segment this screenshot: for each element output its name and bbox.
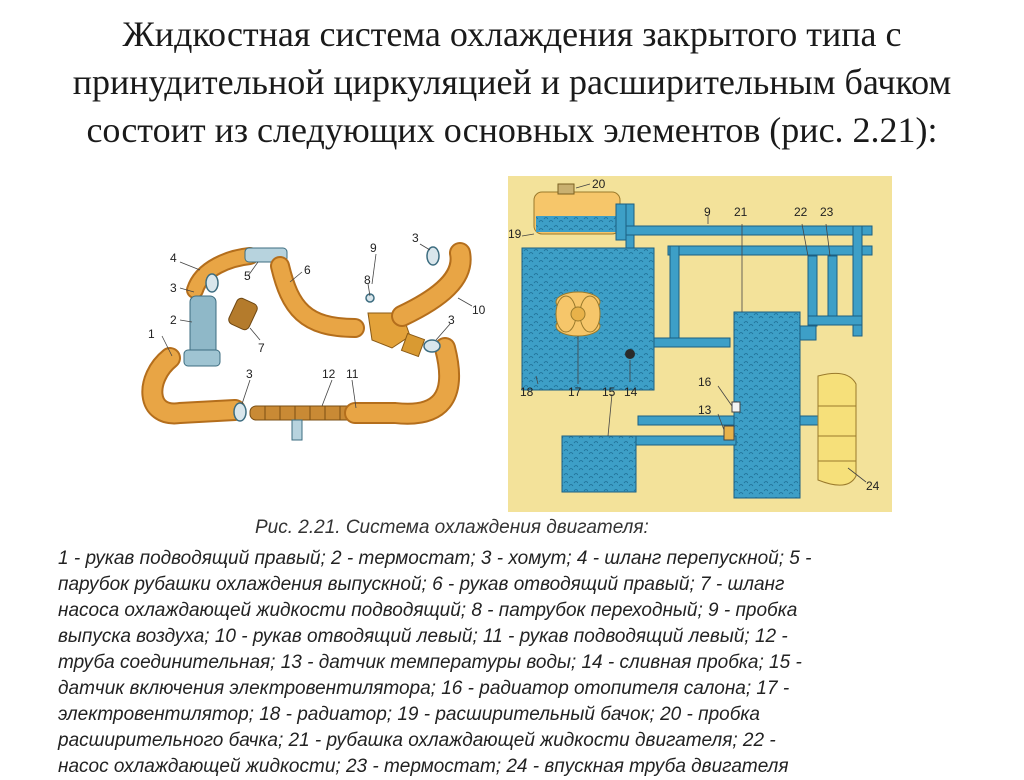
legend-line: датчик включения электровентилятора; 16 … [58,678,790,699]
hoses-diagram: 4 3 2 1 5 6 7 8 9 3 10 3 3 12 11 [141,231,486,441]
engine-jacket-21 [733,311,801,499]
sensor-16 [731,401,741,413]
legend-line: электровентилятор; 18 - радиатор; 19 - р… [58,704,760,725]
label-22: 22 [794,205,808,219]
legend-line: насоса охлаждающей жидкости подводящий; … [58,600,798,621]
legend-line: парубок рубашки охлаждения выпускной; 6 … [58,574,785,595]
label-6: 6 [304,263,311,277]
cooling-schematic: 20 19 9 21 22 23 18 17 14 15 16 13 24 [508,176,892,512]
label-20: 20 [592,177,606,191]
drain-plug-14 [625,349,635,359]
hose-4 [188,249,257,297]
electric-fan-17 [555,291,601,337]
label-11: 11 [346,367,359,381]
label-15: 15 [602,385,616,399]
label-16: 16 [698,375,712,389]
label-3b: 3 [412,231,419,245]
label-9r: 9 [704,205,711,219]
label-18: 18 [520,385,534,399]
title-line-2: принудительной циркуляцией и расширитель… [72,62,952,102]
label-1: 1 [148,327,155,341]
label-8: 8 [364,273,371,287]
legend-line: 1 - рукав подводящий правый; 2 - термост… [58,548,812,569]
label-19: 19 [508,227,522,241]
legend-line: расширительного бачка; 21 - рубашка охла… [58,730,776,751]
hose-1 [143,349,244,423]
hose-11 [346,339,458,423]
figure-caption: Рис. 2.21. Система охлаждения двигателя: [255,517,649,538]
label-3d: 3 [246,367,253,381]
pump-22 [799,325,817,341]
legend-line: насос охлаждающей жидкости; 23 - термост… [58,756,789,777]
hose-6 [272,258,363,336]
figure-legend: 1 - рукав подводящий правый; 2 - термост… [58,546,998,780]
hose-7 [228,297,258,331]
label-21: 21 [734,205,748,219]
sensor-13 [723,425,735,441]
hose-10 [393,244,470,325]
label-24: 24 [866,479,880,493]
label-3a: 3 [170,281,177,295]
label-9: 9 [370,241,377,255]
label-5: 5 [244,269,251,283]
legend-line: труба соединительная; 13 - датчик темпер… [58,652,802,673]
heater-radiator-15 [561,435,637,493]
tank-cap-20 [557,183,575,195]
label-23: 23 [820,205,834,219]
label-3c: 3 [448,313,455,327]
label-14: 14 [624,385,638,399]
label-7: 7 [258,341,265,355]
title-line-1: Жидкостная система охлаждения закрытого … [122,14,902,54]
thermostat-2 [189,295,217,359]
label-4: 4 [170,251,177,265]
pipe-12 [249,405,356,421]
slide-title: Жидкостная система охлаждения закрытого … [30,10,994,154]
label-12: 12 [322,367,336,381]
label-10: 10 [472,303,486,317]
title-line-3: состоит из следующих основных элементов … [86,110,938,150]
label-2: 2 [170,313,177,327]
label-13: 13 [698,403,712,417]
legend-line: выпуска воздуха; 10 - рукав отводящий ле… [58,626,788,647]
label-17: 17 [568,385,582,399]
intake-pipe-24 [817,372,857,486]
